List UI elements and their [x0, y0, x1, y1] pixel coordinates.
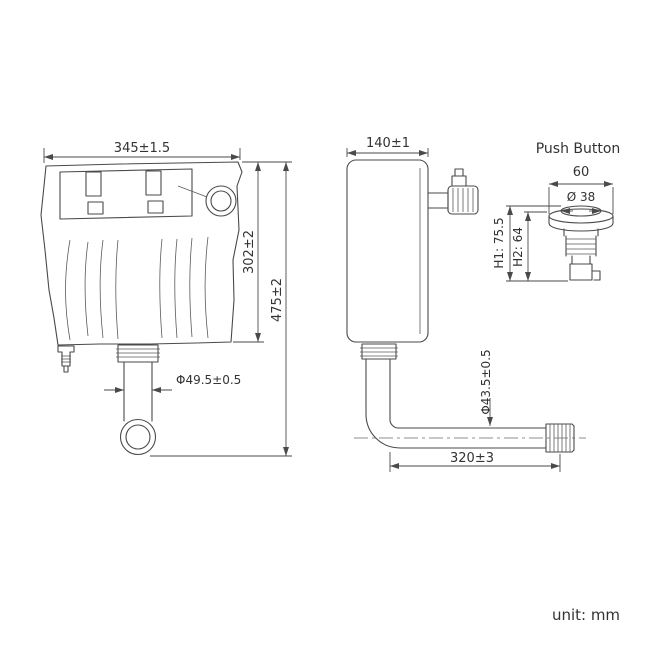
fill-valve-cap	[177, 185, 237, 217]
dim-side-pipe-diameter: Φ43.5±0.5	[479, 349, 493, 426]
button-diameter-label: Ø 38	[567, 190, 596, 204]
dim-front-tank-height: 302±2	[233, 161, 292, 343]
dim-button-h1: H1: 75.5	[492, 205, 568, 282]
front-tank-height-label: 302±2	[242, 230, 257, 274]
push-button-body	[548, 205, 614, 281]
front-left-fitting	[57, 345, 75, 373]
side-tank-body	[346, 159, 429, 343]
front-outlet-diameter-label: Φ49.5±0.5	[176, 373, 241, 387]
dim-side-depth: 140±1	[346, 136, 429, 157]
dim-front-total-height: 475±2	[150, 162, 292, 457]
front-width-label: 345±1.5	[114, 141, 170, 156]
side-pipe-length-label: 320±3	[450, 451, 494, 466]
dim-front-width: 345±1.5	[43, 141, 241, 163]
side-depth-label: 140±1	[366, 136, 410, 151]
dim-front-outlet-diameter: Φ49.5±0.5	[104, 373, 241, 393]
dim-button-h2: H2: 64	[511, 211, 547, 281]
front-view: 345±1.5 302±2 475±2 Φ49.5±0.5	[40, 141, 292, 457]
unit-label: unit: mm	[552, 606, 620, 624]
button-width-label: 60	[573, 165, 590, 180]
side-view: 140±1 Φ43.5±0.5 320±3	[346, 136, 586, 472]
side-inlet-valve	[427, 168, 479, 215]
button-h2-label: H2: 64	[511, 227, 525, 267]
dim-button-width: 60	[548, 165, 614, 214]
dim-side-pipe-length: 320±3	[389, 451, 561, 472]
dim-button-diameter: Ø 38	[561, 190, 601, 214]
front-total-height-label: 475±2	[270, 278, 285, 322]
push-button-detail: Push Button 60 Ø 38	[492, 141, 621, 282]
button-h1-label: H1: 75.5	[492, 217, 506, 268]
front-outlet-pipe	[116, 344, 160, 456]
front-tank-body	[40, 161, 243, 346]
side-outlet-pipe	[354, 343, 586, 453]
push-button-title: Push Button	[536, 141, 621, 157]
side-pipe-diameter-label: Φ43.5±0.5	[479, 349, 493, 414]
